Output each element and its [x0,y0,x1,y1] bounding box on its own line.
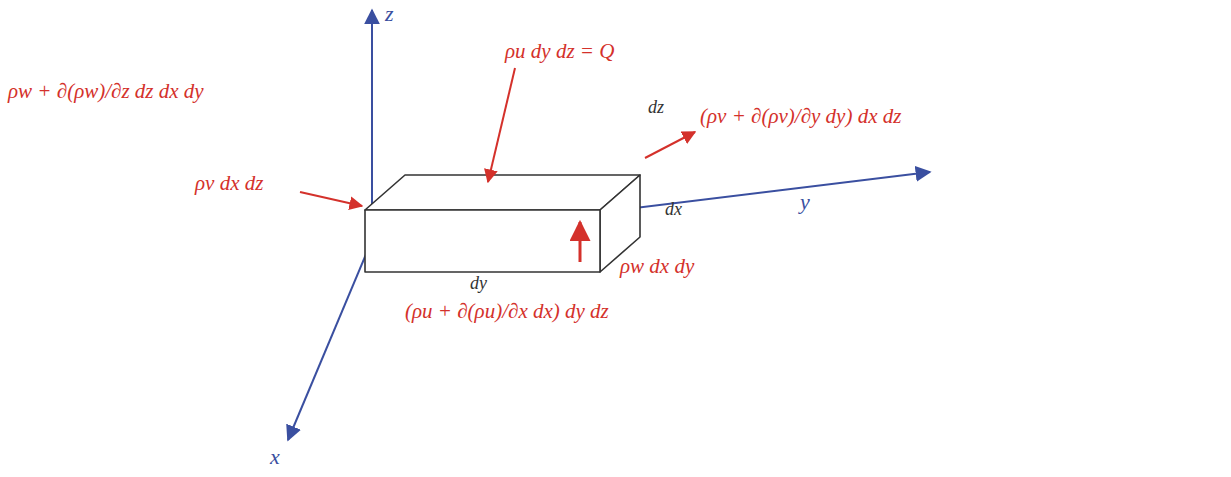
axis-label: x [270,445,280,469]
dimension-label: dz [648,98,664,118]
axis-label: z [385,2,394,26]
flux-label: ρw dx dy [620,255,694,278]
flux-label: (ρv + ∂(ρv)/∂y dy) dx dz [700,105,901,128]
axis-label: y [800,190,810,214]
flux-arrows [300,68,695,262]
flux-label: (ρu + ∂(ρu)/∂x dx) dy dz [405,300,609,323]
flux-label: ρv dx dz [195,172,263,195]
dimension-label: dx [665,200,682,220]
cube [365,175,640,272]
flux-label: ρw + ∂(ρw)/∂z dz dx dy [8,80,204,103]
axes [288,10,930,440]
dimension-label: dy [470,274,487,294]
flux-label: ρu dy dz = Q [505,40,614,63]
